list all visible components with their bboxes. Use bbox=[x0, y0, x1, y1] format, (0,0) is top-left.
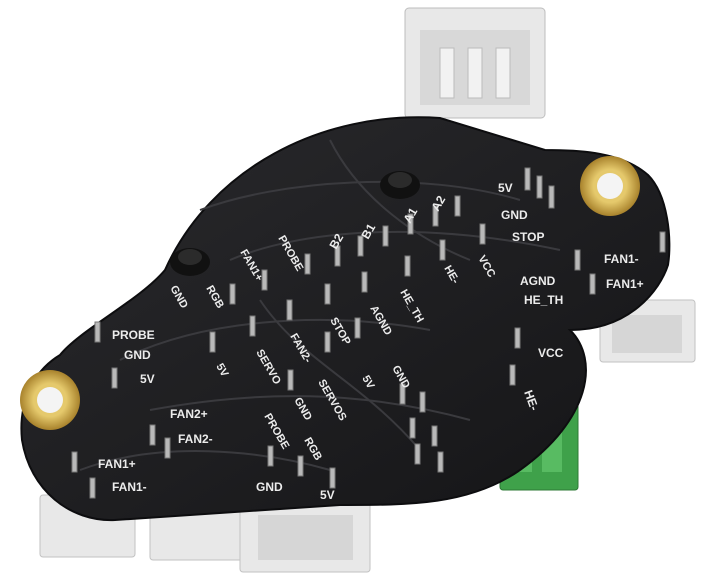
top-connector bbox=[404, 7, 546, 119]
label-probe-left: PROBE bbox=[112, 328, 155, 342]
label-a2: A2 bbox=[428, 193, 448, 214]
pins-right-cluster bbox=[509, 231, 666, 386]
label-fan2-plus: FAN2+ bbox=[170, 407, 208, 421]
standoff-top bbox=[380, 171, 420, 199]
label-he-minus-right: HE- bbox=[521, 388, 541, 412]
pins-middle-row bbox=[209, 223, 486, 353]
circuit-board bbox=[20, 116, 671, 522]
label-fan1-plus-left: FAN1+ bbox=[98, 457, 136, 471]
label-gnd-left2: GND bbox=[124, 348, 151, 362]
pins-top-row bbox=[229, 195, 461, 305]
label-b2: B2 bbox=[326, 231, 346, 252]
bottom-center-connector bbox=[239, 499, 371, 573]
standoff-left bbox=[170, 248, 210, 276]
pins-bottom-center bbox=[267, 445, 336, 489]
label-b1: B1 bbox=[358, 221, 378, 242]
mounting-hole-left bbox=[20, 370, 80, 430]
pins-lower-row bbox=[287, 317, 444, 473]
label-5v-left: 5V bbox=[140, 372, 155, 386]
pins-top-right bbox=[524, 167, 555, 209]
label-gnd-bottom: GND bbox=[256, 480, 283, 494]
label-agnd-right: AGND bbox=[520, 274, 556, 288]
label-fan2-minus: FAN2- bbox=[178, 432, 213, 446]
mounting-hole-right bbox=[580, 156, 640, 216]
label-he-th-right: HE_TH bbox=[524, 293, 563, 307]
pins-left-cluster bbox=[71, 321, 171, 499]
label-a1: A1 bbox=[400, 205, 420, 226]
label-gnd-top: GND bbox=[501, 208, 528, 222]
label-fan1-minus-right: FAN1- bbox=[604, 252, 639, 266]
label-5v-bottom: 5V bbox=[320, 488, 335, 502]
label-vcc-right: VCC bbox=[538, 346, 564, 360]
header-pins bbox=[71, 167, 666, 499]
label-fan1-minus-left: FAN1- bbox=[112, 480, 147, 494]
label-stop-top: STOP bbox=[512, 230, 544, 244]
label-5v-top: 5V bbox=[498, 181, 513, 195]
label-fan1-plus-right: FAN1+ bbox=[606, 277, 644, 291]
